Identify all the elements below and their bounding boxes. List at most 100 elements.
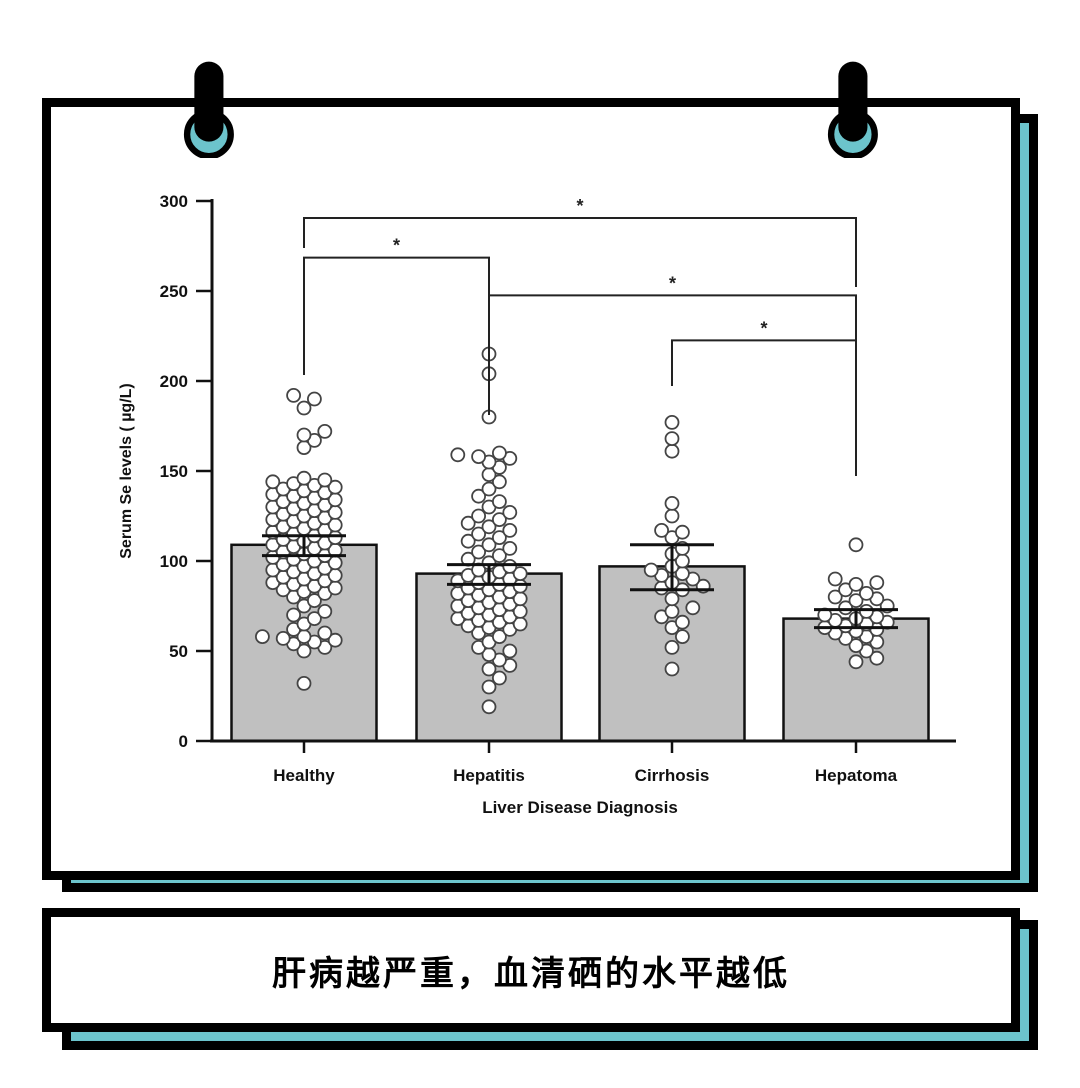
data-point xyxy=(859,604,874,619)
data-point xyxy=(275,631,291,646)
data-point xyxy=(869,575,885,590)
data-point xyxy=(317,604,333,619)
data-point xyxy=(664,508,680,524)
data-point xyxy=(491,474,507,490)
data-point xyxy=(481,661,497,677)
data-point xyxy=(317,472,333,488)
data-point xyxy=(664,604,680,619)
data-point xyxy=(481,679,497,695)
data-point xyxy=(471,488,487,504)
x-tick-label: Healthy xyxy=(273,766,335,785)
y-tick-label: 0 xyxy=(179,732,188,751)
significance-asterisk: * xyxy=(576,196,583,216)
data-point xyxy=(296,643,312,659)
x-tick-label: Cirrhosis xyxy=(635,766,710,785)
y-tick-label: 50 xyxy=(169,642,188,661)
data-point xyxy=(471,544,487,560)
significance-bracket xyxy=(303,217,857,287)
data-point xyxy=(471,449,487,465)
data-point xyxy=(491,445,507,461)
data-point xyxy=(664,640,680,655)
caption-card: 肝病越严重，血清硒的水平越低 xyxy=(42,908,1020,1032)
data-point xyxy=(512,566,528,581)
significance-asterisk: * xyxy=(393,236,400,256)
data-point xyxy=(848,654,864,670)
data-point xyxy=(481,519,497,535)
data-point xyxy=(859,586,874,601)
data-point xyxy=(460,515,476,531)
data-point xyxy=(306,391,322,407)
data-point xyxy=(481,699,497,715)
data-point xyxy=(664,495,680,511)
data-point xyxy=(502,643,518,659)
data-point xyxy=(675,524,690,540)
data-point xyxy=(296,400,312,416)
data-point xyxy=(286,387,302,403)
data-point xyxy=(848,638,864,653)
y-tick-label: 150 xyxy=(160,462,188,481)
data-point xyxy=(848,577,864,592)
x-tick-label: Hepatoma xyxy=(815,766,898,785)
error-bars-layer xyxy=(262,534,898,630)
caption-text: 肝病越严重，血清硒的水平越低 xyxy=(272,953,790,994)
significance-asterisk: * xyxy=(760,318,767,338)
y-tick-label: 200 xyxy=(160,372,188,391)
data-point xyxy=(848,537,864,553)
binder-clip-right-icon xyxy=(827,61,878,158)
data-point xyxy=(491,512,507,527)
data-point xyxy=(327,479,343,495)
data-point xyxy=(869,650,885,666)
data-point xyxy=(664,591,680,607)
data-point xyxy=(827,589,843,605)
data-point xyxy=(491,548,507,563)
data-point xyxy=(664,443,680,459)
data-point xyxy=(254,629,270,644)
data-point xyxy=(450,447,466,463)
data-point xyxy=(502,559,518,574)
significance-bracket xyxy=(488,294,857,373)
data-point xyxy=(481,537,497,553)
data-point xyxy=(296,470,312,486)
data-point xyxy=(286,607,302,623)
bars-layer xyxy=(230,543,930,743)
data-point xyxy=(502,505,518,520)
significance-bracket xyxy=(303,256,490,415)
data-point xyxy=(654,523,669,538)
data-point xyxy=(675,614,690,630)
data-point xyxy=(460,533,476,549)
axes-layer: Healthy Hepatitis Cirrhosis Hepatoma 0 50 100 1… xyxy=(160,192,956,785)
data-point xyxy=(296,427,312,443)
data-point xyxy=(296,676,312,691)
data-point xyxy=(317,423,333,439)
data-point xyxy=(664,431,680,447)
data-point xyxy=(664,661,680,677)
data-point xyxy=(491,670,507,686)
data-point xyxy=(327,632,343,648)
data-point xyxy=(491,494,507,510)
significance-brackets: **** xyxy=(303,196,857,476)
data-point xyxy=(491,629,507,644)
data-point xyxy=(306,593,322,608)
data-point xyxy=(471,508,487,524)
data-point xyxy=(827,571,843,587)
y-axis-label: Serum Se levels ( µg/L) xyxy=(118,383,135,559)
data-point xyxy=(306,611,322,626)
data-point xyxy=(848,593,864,608)
y-tick-label: 250 xyxy=(160,282,188,301)
x-axis-label: Liver Disease Diagnosis xyxy=(482,798,678,817)
binder-clip-left-icon xyxy=(183,61,234,158)
data-point xyxy=(664,414,680,430)
data-point xyxy=(675,629,690,644)
x-tick-label: Hepatitis xyxy=(453,766,525,785)
data-point xyxy=(491,530,507,545)
significance-bracket xyxy=(671,339,857,476)
data-point xyxy=(265,474,281,490)
data-point xyxy=(317,625,333,641)
y-tick-label: 100 xyxy=(160,552,188,571)
y-tick-label: 300 xyxy=(160,192,188,211)
data-point xyxy=(481,481,497,497)
data-point xyxy=(471,526,487,542)
data-point xyxy=(643,562,659,578)
data-point xyxy=(502,523,518,538)
